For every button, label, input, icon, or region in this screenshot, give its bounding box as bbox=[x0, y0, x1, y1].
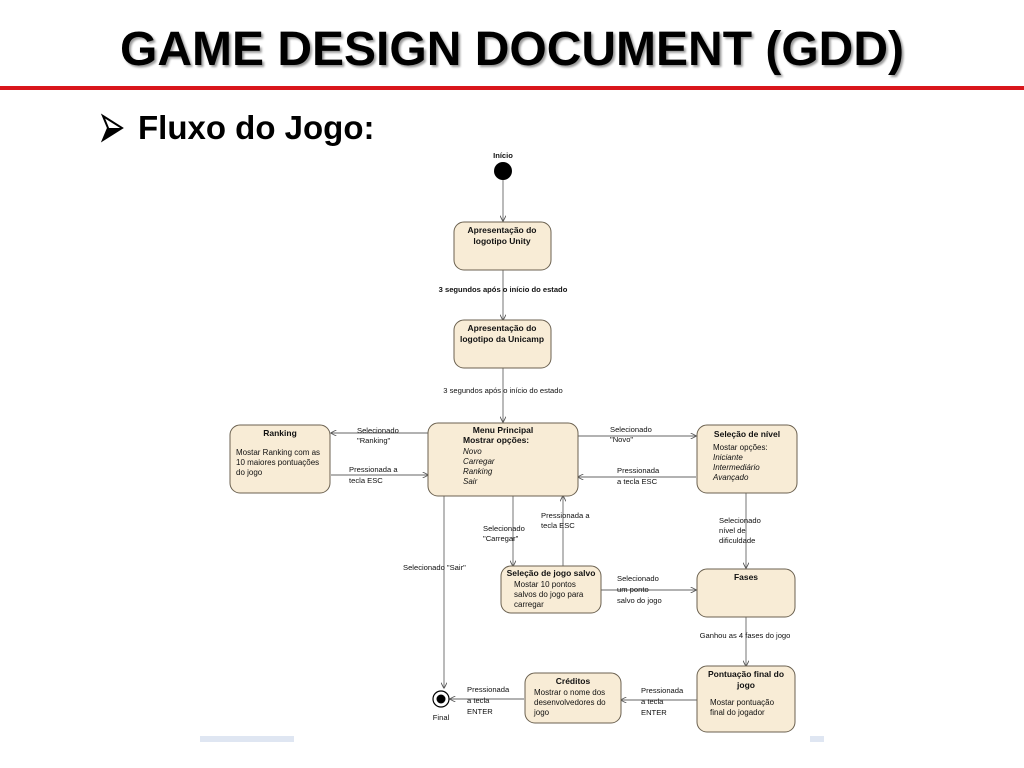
node-creditos: Créditos Mostrar o nome dos desenvolvedo… bbox=[524, 672, 622, 724]
edge-label-menu-to-ranking: "Ranking" bbox=[357, 436, 391, 445]
title-underline bbox=[0, 86, 1024, 90]
node-menu-option: Novo bbox=[463, 447, 482, 456]
node-salvo-body: Mostar 10 pontos bbox=[514, 580, 576, 589]
edge-label-creditos-to-final: Pressionada bbox=[467, 685, 510, 694]
edge-label-nivel-to-menu: a tecla ESC bbox=[617, 477, 658, 486]
node-pontuacao-body: Mostar pontuação bbox=[710, 698, 775, 707]
edge-label-ranking-to-menu: tecla ESC bbox=[349, 476, 383, 485]
node-menu-title: Menu Principal bbox=[473, 425, 533, 435]
node-creditos-body: Mostrar o nome dos bbox=[534, 688, 605, 697]
edge-label-salvo-to-fases: um ponto bbox=[617, 585, 649, 594]
diagram-edges bbox=[331, 180, 746, 700]
edge-label-pontuacao-to-creditos: a tecla bbox=[641, 697, 664, 706]
edge-label-menu-to-final: Selecionado "Sair" bbox=[403, 563, 466, 572]
node-nivel-option: Avançado bbox=[712, 473, 749, 482]
edge-label-salvo-to-fases: salvo do jogo bbox=[617, 596, 662, 605]
node-creditos-title: Créditos bbox=[556, 676, 591, 686]
node-pontuacao-title: jogo bbox=[736, 680, 755, 690]
edge-label-unity-to-unicamp: 3 segundos após o início do estado bbox=[439, 285, 568, 294]
edge-label-salvo-to-menu: tecla ESC bbox=[541, 521, 575, 530]
node-menu-option: Ranking bbox=[463, 467, 493, 476]
node-unicamp-line1: Apresentação do bbox=[468, 323, 537, 333]
start-label: Início bbox=[493, 151, 513, 160]
edge-label-salvo-to-menu: Pressionada a bbox=[541, 511, 590, 520]
edge-label-pontuacao-to-creditos: Pressionada bbox=[641, 686, 684, 695]
edge-label-creditos-to-final: a tecla bbox=[467, 696, 490, 705]
bullet-text: Fluxo do Jogo: bbox=[138, 109, 375, 146]
edge-label-nivel-to-fases: nível de bbox=[719, 526, 746, 535]
node-nivel-option: Iniciante bbox=[713, 453, 743, 462]
node-menu-option: Carregar bbox=[463, 457, 495, 466]
slide-title: GAME DESIGN DOCUMENT (GDD) bbox=[120, 23, 904, 76]
edge-label-salvo-to-fases: Selecionado bbox=[617, 574, 659, 583]
node-nivel-option: Intermediário bbox=[713, 463, 760, 472]
node-ranking-body: 10 maiores pontuações bbox=[236, 458, 319, 467]
end-label: Final bbox=[433, 713, 450, 722]
edge-label-pontuacao-to-creditos: ENTER bbox=[641, 708, 667, 717]
edge-label-menu-to-nivel: Selecionado bbox=[610, 425, 652, 434]
edge-label-unicamp-to-menu: 3 segundos após o início do estado bbox=[443, 386, 562, 395]
node-creditos-body: jogo bbox=[533, 708, 550, 717]
node-nivel-subtitle: Mostar opções: bbox=[713, 443, 768, 452]
node-nivel-title: Seleção de nível bbox=[714, 429, 780, 439]
node-unity-logo: Apresentação do logotipo Unity bbox=[453, 221, 552, 271]
node-menu-subtitle: Mostrar opções: bbox=[463, 435, 529, 445]
edge-label-menu-to-nivel: "Novo" bbox=[610, 435, 633, 444]
arrow-bullet-icon bbox=[100, 113, 124, 143]
node-ranking-body: Mostar Ranking com as bbox=[236, 448, 320, 457]
node-salvo-title: Seleção de jogo salvo bbox=[507, 568, 596, 578]
footer-bar-right bbox=[810, 736, 824, 742]
node-menu-option: Sair bbox=[463, 477, 478, 486]
node-menu-principal: Menu Principal Mostrar opções: Novo Carr… bbox=[427, 422, 579, 497]
node-unicamp-line2: logotipo da Unicamp bbox=[460, 334, 544, 344]
node-pontuacao-final: Pontuação final do jogo Mostar pontuação… bbox=[696, 665, 796, 733]
start-node bbox=[494, 162, 512, 180]
node-ranking-body: do jogo bbox=[236, 468, 263, 477]
edge-label-nivel-to-menu: Pressionada bbox=[617, 466, 660, 475]
node-fases: Fases bbox=[696, 568, 796, 618]
edge-label-fases-to-pontuacao: Ganhou as 4 fases do jogo bbox=[700, 631, 791, 640]
node-fases-title: Fases bbox=[734, 572, 758, 582]
bullet-item: Fluxo do Jogo: bbox=[100, 108, 374, 148]
node-selecao-nivel: Seleção de nível Mostar opções: Iniciant… bbox=[696, 424, 798, 494]
node-ranking-title: Ranking bbox=[263, 428, 297, 438]
edge-label-menu-to-salvo: "Carregar" bbox=[483, 534, 519, 543]
node-unity-line2: logotipo Unity bbox=[473, 236, 530, 246]
edge-label-nivel-to-fases: Selecionado bbox=[719, 516, 761, 525]
node-creditos-body: desenvolvedores do bbox=[534, 698, 606, 707]
end-node bbox=[432, 690, 450, 708]
edge-label-ranking-to-menu: Pressionada a bbox=[349, 465, 398, 474]
edge-label-menu-to-ranking: Selecionado bbox=[357, 426, 399, 435]
node-ranking: Ranking Mostar Ranking com as 10 maiores… bbox=[229, 424, 331, 494]
footer-bar-left bbox=[200, 736, 294, 742]
node-pontuacao-title: Pontuação final do bbox=[708, 669, 784, 679]
node-salvo-body: salvos do jogo para bbox=[514, 590, 584, 599]
node-selecao-jogo-salvo: Seleção de jogo salvo Mostar 10 pontos s… bbox=[500, 565, 602, 614]
node-unicamp-logo: Apresentação do logotipo da Unicamp bbox=[453, 319, 552, 369]
edge-labels: 3 segundos após o início do estado 3 seg… bbox=[349, 285, 790, 717]
node-unity-line1: Apresentação do bbox=[468, 225, 537, 235]
node-salvo-body: carregar bbox=[514, 600, 544, 609]
edge-label-nivel-to-fases: dificuldade bbox=[719, 536, 755, 545]
node-pontuacao-body: final do jogador bbox=[710, 708, 765, 717]
edge-label-creditos-to-final: ENTER bbox=[467, 707, 493, 716]
edge-label-menu-to-salvo: Selecionado bbox=[483, 524, 525, 533]
